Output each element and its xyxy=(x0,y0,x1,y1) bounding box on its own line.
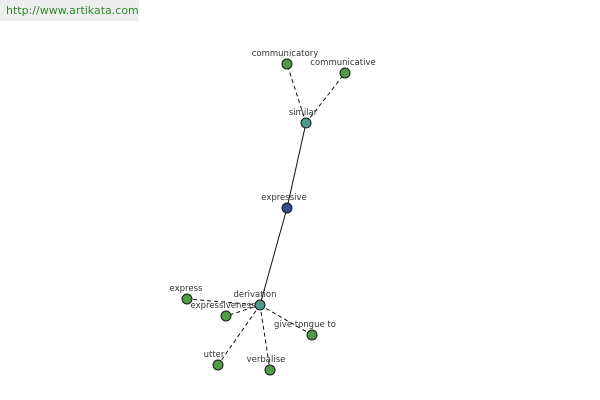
node-expressiveness[interactable] xyxy=(220,310,232,322)
node-derivation[interactable] xyxy=(254,299,266,311)
node-similar[interactable] xyxy=(300,117,312,129)
edge-derivation-give-tongue-to xyxy=(259,304,313,336)
edge-derivation-utter xyxy=(217,304,261,366)
node-label-express[interactable]: express xyxy=(170,284,203,294)
edge-similar-communicatory xyxy=(286,63,307,124)
node-label-give-tongue-to[interactable]: give tongue to xyxy=(274,320,336,330)
edge-expressive-derivation xyxy=(259,207,288,306)
source-link[interactable]: http://www.artikata.com xyxy=(0,0,139,21)
node-label-communicatory[interactable]: communicatory xyxy=(252,49,319,59)
edge-derivation-express xyxy=(186,298,261,306)
node-label-verbalise[interactable]: verbalise xyxy=(247,355,286,365)
node-communicatory[interactable] xyxy=(281,58,293,70)
edge-derivation-verbalise xyxy=(259,304,271,371)
node-label-expressive[interactable]: expressive xyxy=(261,193,307,203)
edge-derivation-expressiveness xyxy=(225,304,261,317)
node-label-expressiveness[interactable]: expressiveness xyxy=(191,301,257,311)
node-expressive[interactable] xyxy=(281,202,293,214)
nodes-layer xyxy=(181,58,351,376)
labels-layer: expressive similar communicatorycommunicat… xyxy=(170,49,376,365)
node-label-derivation[interactable]: derivation xyxy=(233,290,276,300)
node-label-communicative[interactable]: communicative xyxy=(310,58,375,68)
edge-similar-communicative xyxy=(305,72,346,124)
node-label-similar[interactable]: similar xyxy=(289,108,318,118)
node-verbalise[interactable] xyxy=(264,364,276,376)
node-label-utter[interactable]: utter xyxy=(204,350,225,360)
edge-expressive-similar xyxy=(286,122,307,209)
node-communicative[interactable] xyxy=(339,67,351,79)
node-give-tongue-to[interactable] xyxy=(306,329,318,341)
node-utter[interactable] xyxy=(212,359,224,371)
edges-layer xyxy=(186,63,346,371)
node-express[interactable] xyxy=(181,293,193,305)
